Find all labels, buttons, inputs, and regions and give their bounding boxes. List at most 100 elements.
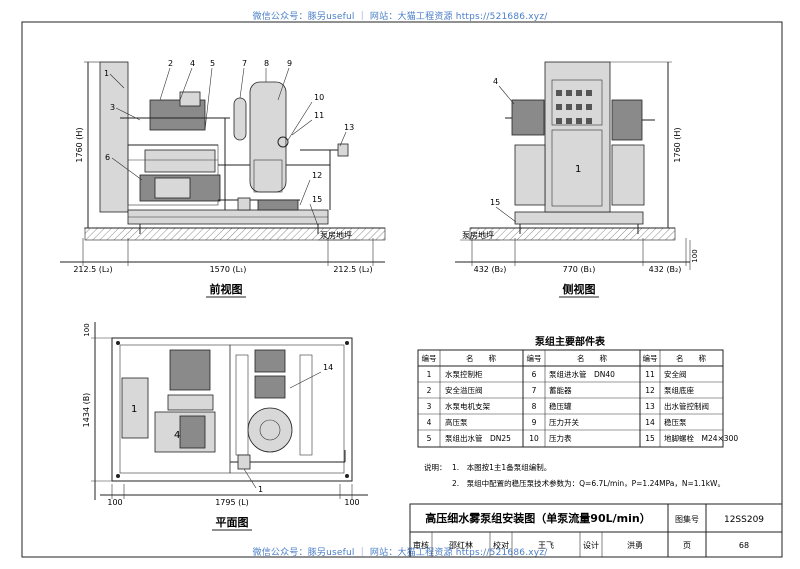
title-block: 高压细水雾泵组安装图（单泵流量90L/min） 图集号 12SS209 审核 邵… (409, 503, 783, 558)
plan-view: 1434 (B) 100 100 1795 (L) 100 平面图 1 4 14… (82, 322, 368, 531)
parts-table-title: 泵组主要部件表 (535, 335, 606, 348)
svg-text:安全溢压阀: 安全溢压阀 (445, 385, 483, 395)
plan-callout-1: 1 (131, 404, 137, 415)
front-floor-label: 泵房地坪 (320, 230, 352, 240)
svg-text:5: 5 (427, 434, 432, 443)
side-dim-center: 770 (B₁) (563, 265, 596, 274)
plan-callout-4: 4 (174, 430, 180, 441)
svg-text:8: 8 (532, 402, 537, 411)
front-view-title: 前视图 (210, 282, 243, 296)
svg-text:11: 11 (645, 370, 655, 379)
front-callouts: 1 2 3 4 5 6 7 8 9 10 11 12 13 1 (104, 59, 354, 227)
svg-text:15: 15 (645, 434, 655, 443)
front-control-cabinet (99, 61, 129, 213)
svg-text:12: 12 (645, 386, 655, 395)
plan-pressure-tank (247, 407, 293, 453)
page-label: 页 (683, 541, 691, 550)
svg-text:压力开关: 压力开关 (549, 417, 579, 427)
front-dim-right: 212.5 (L₂) (333, 265, 372, 274)
callout-12: 12 (312, 171, 322, 180)
callout-1: 1 (104, 69, 109, 78)
side-high-pressure-pump (511, 99, 545, 136)
design-label: 设计 (583, 540, 599, 550)
side-callout-4: 4 (493, 77, 498, 86)
svg-text:10: 10 (529, 434, 539, 443)
svg-text:6: 6 (532, 370, 537, 379)
svg-text:7: 7 (532, 386, 537, 395)
parts-table: 泵组主要部件表 编号 名 称 编号 名 称 编号 名 称 1 水泵控制柜 6 泵… (417, 335, 739, 448)
th-no-2: 编号 (527, 353, 542, 363)
callout-11: 11 (314, 111, 324, 120)
th-name-1: 名 称 (466, 353, 496, 363)
callout-8: 8 (264, 59, 269, 68)
plan-dim-right: 100 (344, 498, 359, 507)
callout-15: 15 (312, 195, 322, 204)
reviewer-name: 邵红林 (449, 540, 473, 550)
callout-5: 5 (210, 59, 215, 68)
plan-depth-label: 1434 (B) (82, 393, 91, 428)
svg-text:水泵电机支架: 水泵电机支架 (445, 401, 490, 411)
page-number: 68 (739, 541, 749, 550)
svg-text:压力表: 压力表 (549, 433, 572, 443)
side-view: 1760 (H) 100 432 (B₂) 770 (B₁) 432 (B₂) … (455, 61, 699, 298)
side-dim-100: 100 (691, 249, 699, 262)
callout-6: 6 (105, 153, 110, 162)
front-pressure-tank (249, 81, 287, 193)
watermark-bottom: 微信公众号：豚另useful ｜ 网站：大猫工程资源 https://52168… (252, 548, 548, 558)
svg-text:稳压罐: 稳压罐 (549, 401, 572, 411)
th-no-3: 编号 (643, 353, 658, 363)
svg-text:泵组出水管 DN25: 泵组出水管 DN25 (445, 433, 511, 443)
front-dim-center: 1570 (L₁) (210, 265, 247, 274)
side-dim-right: 432 (B₂) (649, 265, 682, 274)
svg-text:安全阀: 安全阀 (664, 369, 687, 379)
atlas-label: 图集号 (675, 514, 699, 524)
side-control-cabinet (544, 61, 611, 213)
table-row: 2 安全溢压阀 7 蓄能器 12 泵组底座 (427, 385, 695, 395)
svg-text:3: 3 (427, 402, 432, 411)
plan-dim-left: 100 (107, 498, 122, 507)
svg-text:14: 14 (645, 418, 655, 427)
table-row: 3 水泵电机支架 8 稳压罐 13 出水管控制阀 (427, 401, 709, 411)
th-no-1: 编号 (422, 353, 437, 363)
svg-text:13: 13 (645, 402, 655, 411)
callout-4: 4 (190, 59, 195, 68)
side-height-label: 1760 (H) (673, 127, 682, 162)
plan-dim-center: 1795 (L) (215, 498, 249, 507)
side-callout-1: 1 (575, 164, 581, 175)
side-base-frame (514, 211, 644, 225)
svg-text:泵组底座: 泵组底座 (664, 385, 694, 395)
side-dim-left: 432 (B₂) (474, 265, 507, 274)
svg-text:稳压泵: 稳压泵 (664, 417, 687, 427)
svg-text:1: 1 (427, 370, 432, 379)
table-row: 5 泵组出水管 DN25 10 压力表 15 地脚螺栓 M24×300 (427, 433, 739, 443)
callout-9: 9 (287, 59, 292, 68)
side-floor-label: 泵房地坪 (462, 230, 494, 240)
atlas-number: 12SS209 (724, 515, 764, 525)
note-2: 2. 泵组中配置的稳压泵技术参数为：Q=6.7L/min，P=1.24MPa，N… (452, 478, 725, 488)
notes: 说明： 1. 本图按1主1备泵组编制。 2. 泵组中配置的稳压泵技术参数为：Q=… (424, 462, 725, 488)
front-view: 1760 (H) 212.5 (L₂) 1570 (L₁) 212.5 (L₂)… (60, 59, 386, 298)
svg-text:水泵控制柜: 水泵控制柜 (445, 369, 483, 379)
front-dim-left: 212.5 (L₂) (73, 265, 112, 274)
check-label: 校对 (493, 540, 509, 550)
review-label: 审核 (413, 540, 429, 550)
side-view-title: 侧视图 (563, 282, 596, 296)
front-height-label: 1760 (H) (75, 127, 84, 162)
plan-view-title: 平面图 (216, 516, 249, 529)
plan-top-dim: 100 (83, 323, 91, 336)
svg-text:蓄能器: 蓄能器 (549, 385, 572, 395)
svg-text:4: 4 (427, 418, 432, 427)
plan-motor (169, 349, 211, 391)
svg-text:2: 2 (427, 386, 432, 395)
notes-label: 说明： (424, 462, 447, 472)
th-name-3: 名 称 (676, 353, 706, 363)
svg-text:泵组进水管 DN40: 泵组进水管 DN40 (549, 369, 615, 379)
svg-text:高压泵: 高压泵 (445, 417, 468, 427)
front-accumulator (233, 97, 247, 141)
plan-control-cabinet (121, 377, 149, 439)
callout-3: 3 (110, 103, 115, 112)
sheet-frame (21, 21, 783, 558)
th-name-2: 名 称 (577, 353, 607, 363)
plan-callout-1b: 1 (258, 485, 263, 494)
svg-text:出水管控制阀: 出水管控制阀 (664, 401, 709, 411)
